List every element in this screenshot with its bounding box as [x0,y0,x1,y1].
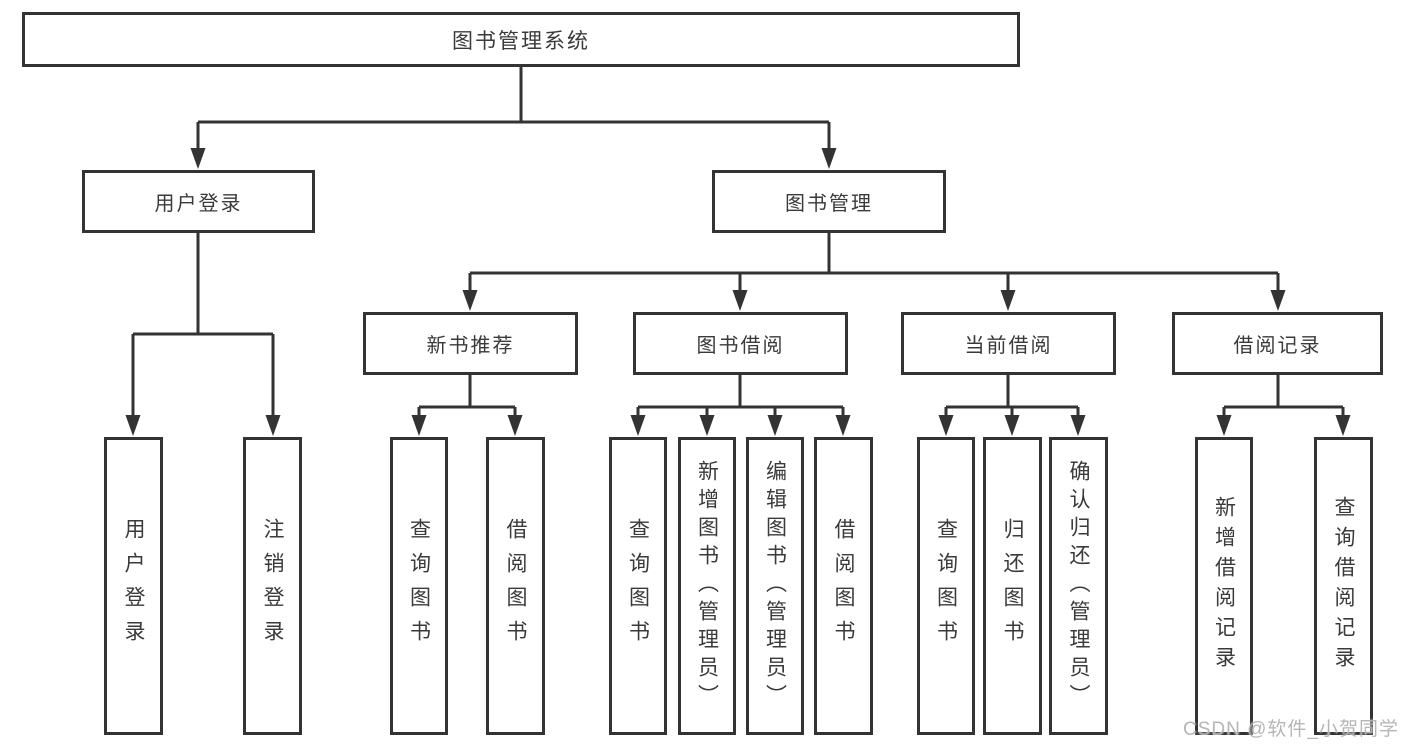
arrowheads [125,148,1351,436]
leaf-borrow-books: 借阅图书 [814,437,873,735]
node-current-borrow-label: 当前借阅 [964,335,1053,357]
leaf-return-books: 归还图书 [983,437,1042,735]
leaf-user-login-label: 用户登录 [122,518,145,654]
node-book-borrow: 图书借阅 [633,312,848,375]
node-book-management-label: 图书管理 [785,193,873,215]
leaf-recommend-query-books-label: 查询图书 [407,518,431,654]
node-new-book-recommend-label: 新书推荐 [426,335,515,357]
node-borrow-records: 借阅记录 [1172,312,1383,375]
node-new-book-recommend: 新书推荐 [363,312,578,375]
node-root-label: 图书管理系统 [452,29,590,53]
leaf-borrow-query-books: 查询图书 [609,437,667,735]
leaf-confirm-return-admin: 确认归还（管理员） [1049,437,1108,735]
leaf-add-borrow-record-label: 新增借阅记录 [1212,496,1236,676]
csdn-watermark: CSDN @软件_小贺同学 [1183,719,1399,740]
leaf-borrow-books-label: 借阅图书 [832,518,855,654]
node-root-system: 图书管理系统 [22,12,1020,67]
leaf-edit-books-admin-label: 编辑图书（管理员） [763,460,787,712]
leaf-current-query-books-label: 查询图书 [934,518,958,654]
leaf-recommend-borrow-books-label: 借阅图书 [504,518,527,654]
leaf-query-borrow-record: 查询借阅记录 [1314,437,1373,735]
leaf-user-login: 用户登录 [104,437,163,735]
node-borrow-records-label: 借阅记录 [1233,335,1322,357]
leaf-borrow-query-books-label: 查询图书 [626,518,650,654]
node-user-login-label: 用户登录 [154,193,243,215]
leaf-return-books-label: 归还图书 [1001,518,1024,654]
leaf-edit-books-admin: 编辑图书（管理员） [746,437,804,735]
leaf-add-books-admin-label: 新增图书（管理员） [695,460,719,712]
node-book-management: 图书管理 [712,170,946,233]
leaf-add-borrow-record: 新增借阅记录 [1195,437,1253,735]
leaf-logout-label: 注销登录 [261,518,284,654]
leaf-recommend-borrow-books: 借阅图书 [486,437,545,735]
node-current-borrow: 当前借阅 [901,312,1116,375]
node-user-login: 用户登录 [82,170,315,233]
leaf-add-books-admin: 新增图书（管理员） [678,437,736,735]
leaf-query-borrow-record-label: 查询借阅记录 [1332,496,1355,676]
leaf-current-query-books: 查询图书 [917,437,975,735]
leaf-confirm-return-admin-label: 确认归还（管理员） [1067,460,1090,712]
leaf-logout: 注销登录 [243,437,302,735]
node-book-borrow-label: 图书借阅 [696,335,785,357]
leaf-recommend-query-books: 查询图书 [390,437,448,735]
